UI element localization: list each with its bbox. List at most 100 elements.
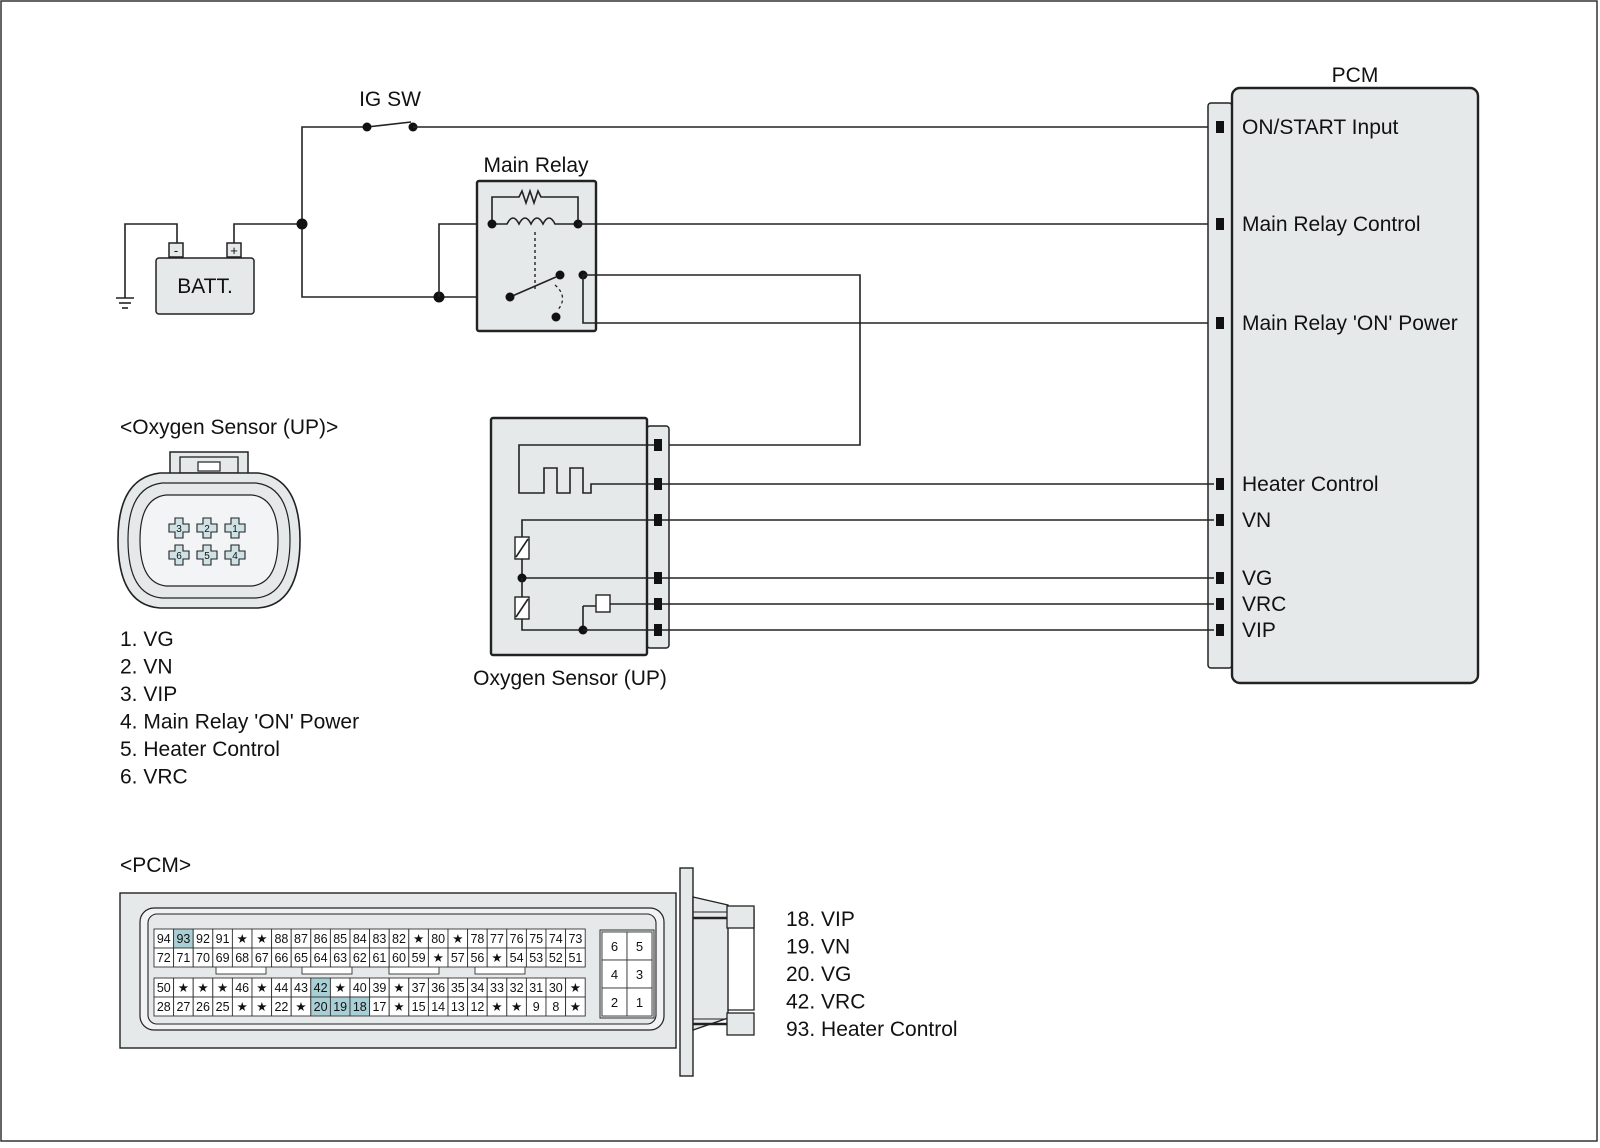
oxygen-sensor-unit: Oxygen Sensor (UP) bbox=[473, 416, 670, 690]
pcm-connector-cell-label: 44 bbox=[274, 981, 288, 995]
pcm-connector-cell: 83 bbox=[369, 928, 390, 949]
pcm-side-cell-label: 6 bbox=[611, 939, 618, 954]
pcm-connector-cell: ★ bbox=[192, 977, 214, 998]
pcm-connector-cell: 33 bbox=[486, 977, 508, 998]
o2-terminal-pin bbox=[654, 624, 662, 636]
pcm-connector-cell: 73 bbox=[565, 928, 586, 949]
pcm-terminal-pin bbox=[1216, 121, 1224, 133]
pcm-connector-cell: ★ bbox=[290, 996, 312, 1017]
battery-label: BATT. bbox=[177, 275, 233, 298]
pcm-terminal-pin bbox=[1216, 624, 1224, 636]
pcm-side-cell-label: 2 bbox=[611, 995, 618, 1010]
pcm-connector-cell: 54 bbox=[506, 947, 527, 968]
o2-connector-pin-number: 6 bbox=[176, 551, 182, 562]
pcm-connector-cell: 46 bbox=[231, 977, 253, 998]
pcm-connector-cell: 76 bbox=[506, 928, 527, 949]
pcm-connector-cell-label: 71 bbox=[176, 951, 190, 965]
pcm-connector-cell-label: 69 bbox=[216, 951, 230, 965]
pcm-connector-cell-label: 80 bbox=[431, 932, 445, 946]
pcm-connector-cell: 61 bbox=[369, 947, 390, 968]
pcm-connector-cell: ★ bbox=[427, 947, 449, 968]
pcm-connector-cell-label: 63 bbox=[333, 951, 347, 965]
pcm-pin-list-item: 93. Heater Control bbox=[786, 1018, 958, 1041]
pcm-connector-cell-label: 34 bbox=[470, 981, 484, 995]
o2-connector-pin-number: 1 bbox=[232, 524, 238, 535]
pcm-connector-cell: 37 bbox=[408, 977, 429, 998]
pcm-connector-cell-label: 59 bbox=[412, 951, 426, 965]
pcm-connector-cell: 68 bbox=[231, 947, 253, 968]
pcm-connector-cell: 56 bbox=[467, 947, 488, 968]
pcm-connector-cell: 82 bbox=[388, 928, 410, 949]
pcm-connector-cell-label: 20 bbox=[314, 1000, 328, 1014]
pcm-connector-cell-label: ★ bbox=[511, 1000, 522, 1014]
pcm-connector-cell: 85 bbox=[329, 928, 351, 949]
pcm-connector-cell-label: ★ bbox=[197, 981, 208, 995]
pcm-connector-cell: 18 bbox=[349, 996, 371, 1017]
pcm-connector-cell-label: 36 bbox=[431, 981, 445, 995]
pcm-connector-cell: 39 bbox=[369, 977, 390, 998]
pcm-connector-cell-label: 60 bbox=[392, 951, 406, 965]
o2-pin-list-item: 5. Heater Control bbox=[120, 738, 280, 761]
pcm-connector-cell-label: 70 bbox=[196, 951, 210, 965]
pcm-connector-cell: 17 bbox=[369, 996, 390, 1017]
pcm-connector-cell-label: 27 bbox=[176, 1000, 190, 1014]
pcm-connector-cell-label: 26 bbox=[196, 1000, 210, 1014]
pcm-side-cell: 4 bbox=[601, 959, 628, 989]
pcm-connector-cell: 93 bbox=[173, 928, 194, 949]
o2-connector-pin-number: 2 bbox=[204, 524, 210, 535]
o2-connector-strip bbox=[646, 425, 670, 649]
pcm-connector-cell-label: 30 bbox=[549, 981, 563, 995]
pcm-terminal-pin bbox=[1216, 218, 1224, 230]
pcm-connector-cell: 57 bbox=[447, 947, 469, 968]
pcm-connector-cell: 80 bbox=[427, 928, 449, 949]
pcm-connector-cell-label: ★ bbox=[256, 1000, 267, 1014]
o2-sensor-label: Oxygen Sensor (UP) bbox=[473, 667, 667, 690]
pcm-side-cell-label: 5 bbox=[636, 939, 643, 954]
pcm-connector-cell-label: 62 bbox=[353, 951, 367, 965]
pcm-connector-cell-label: ★ bbox=[570, 1000, 581, 1014]
pcm-pin-list-item: 18. VIP bbox=[786, 908, 855, 931]
pcm-connector-cell-label: ★ bbox=[570, 981, 581, 995]
pcm-connector-cell: 87 bbox=[290, 928, 312, 949]
pcm-connector-cell-label: 84 bbox=[353, 932, 367, 946]
pcm-connector-cell-label: 73 bbox=[568, 932, 582, 946]
pcm-connector-cell: 28 bbox=[153, 996, 175, 1017]
pcm-connector-cell: ★ bbox=[447, 928, 469, 949]
pcm-connector-cell: ★ bbox=[251, 928, 273, 949]
o2-connector-pin: 6 bbox=[168, 544, 190, 566]
pcm-connector-cell-label: 40 bbox=[353, 981, 367, 995]
main-relay-label: Main Relay bbox=[483, 154, 589, 177]
pcm-connector-cell: 32 bbox=[506, 977, 527, 998]
pcm-connector-cell-label: 14 bbox=[431, 1000, 445, 1014]
o2-connector-pin: 1 bbox=[224, 517, 246, 539]
pcm-connector-cell-label: 43 bbox=[294, 981, 308, 995]
o2-connector-pin-number: 5 bbox=[204, 551, 210, 562]
pcm-connector-cell: 44 bbox=[271, 977, 292, 998]
pcm-terminal-pin bbox=[1216, 317, 1224, 329]
pcm-connector-cell: 51 bbox=[565, 947, 586, 968]
o2-terminal-pin bbox=[654, 598, 662, 610]
pcm-connector-cell-label: ★ bbox=[237, 1000, 248, 1014]
pcm-connector-cell-label: 51 bbox=[568, 951, 582, 965]
pcm-connector-cell-label: ★ bbox=[413, 932, 424, 946]
pcm-connector-cell: ★ bbox=[565, 977, 586, 998]
pcm-connector-cell: ★ bbox=[506, 996, 527, 1017]
pcm-connector-cell: 13 bbox=[447, 996, 469, 1017]
pcm-connector-cell-label: 91 bbox=[216, 932, 230, 946]
pcm-connector-cell: 66 bbox=[271, 947, 292, 968]
pcm-connector-cell: 88 bbox=[271, 928, 292, 949]
pcm-connector-cell: 59 bbox=[408, 947, 429, 968]
pcm-connector-cell: 50 bbox=[153, 977, 175, 998]
o2-pin-list-item: 4. Main Relay 'ON' Power bbox=[120, 711, 359, 734]
pcm-connector-title: <PCM> bbox=[120, 854, 191, 877]
pcm-connector-cell: ★ bbox=[388, 996, 410, 1017]
pcm-connector-cell: ★ bbox=[212, 977, 233, 998]
pcm-connector-cell: 31 bbox=[525, 977, 547, 998]
pcm-connector-cell-label: ★ bbox=[217, 981, 228, 995]
pcm-connector-cell: ★ bbox=[408, 928, 429, 949]
o2-pin-list-item: 2. VN bbox=[120, 656, 173, 679]
pcm-connector-cell-label: 35 bbox=[451, 981, 465, 995]
pcm-connector-cell: 91 bbox=[212, 928, 233, 949]
